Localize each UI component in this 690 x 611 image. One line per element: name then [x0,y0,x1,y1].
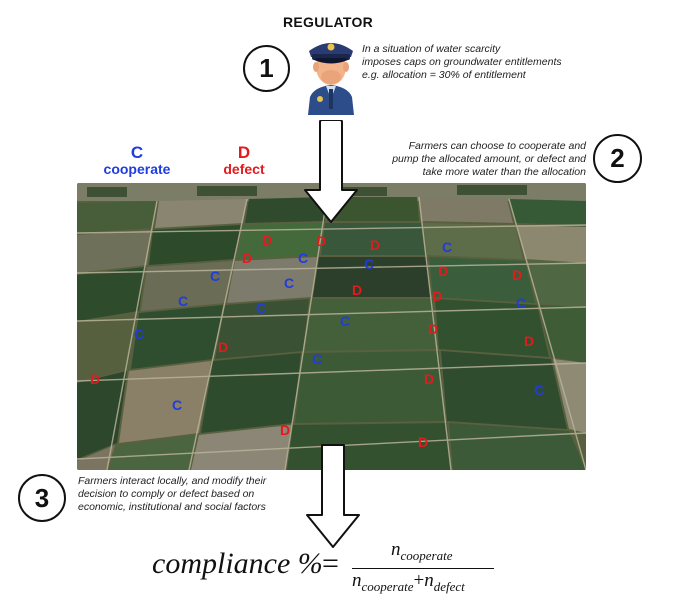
formula-fraction-bar [352,568,494,569]
step-3-description: Farmers interact locally, and modify the… [78,475,308,514]
step-3-line: Farmers interact locally, and modify the… [78,475,267,487]
step-2-description: Farmers can choose to cooperate and pump… [364,140,586,179]
farm-marker-defect: D [438,263,449,279]
step-2-line: take more water than the allocation [422,166,586,178]
step-2-badge: 2 [593,134,642,183]
farm-marker-cooperate: C [134,326,145,342]
farm-marker-defect: D [424,371,435,387]
farm-marker-cooperate: C [210,268,221,284]
regulator-description-line: imposes caps on groundwater entitlements [362,56,562,68]
legend-defect-letter: D [237,143,251,162]
farm-marker-defect: D [316,233,327,249]
down-arrow-icon [305,443,361,549]
formula-numerator: ncooperate [391,539,452,564]
farm-marker-defect: D [512,267,523,283]
formula-equals: = [322,547,339,580]
farm-marker-defect: D [432,288,443,304]
formula-numerator-sub: cooperate [400,547,453,563]
farm-marker-defect: D [352,282,363,298]
farm-marker-defect: D [524,333,535,349]
step-3-line: decision to comply or defect based on [78,488,255,500]
down-arrow-icon [303,119,359,224]
legend-cooperate-letter: C [130,143,144,162]
regulator-description-line: In a situation of water scarcity [362,43,501,55]
regulator-title: REGULATOR [283,14,374,30]
legend-cooperate-label: cooperate [103,161,171,177]
legend-defect-label: defect [223,161,265,177]
regulator-description: In a situation of water scarcity imposes… [362,43,602,82]
farm-field-image [77,183,586,470]
farm-marker-defect: D [280,422,291,438]
farm-marker-cooperate: C [516,295,527,311]
step-2-line: Farmers can choose to cooperate and [408,140,586,152]
step-3-badge: 3 [18,474,66,522]
regulator-description-line: e.g. allocation = 30% of entitlement [362,69,526,81]
farm-marker-defect: D [418,434,429,450]
regulator-officer-icon [302,33,360,115]
farm-marker-cooperate: C [298,250,309,266]
farm-marker-cooperate: C [256,300,267,316]
formula-denominator: ncooperate+ndefect [352,570,465,595]
farm-marker-defect: D [262,232,273,248]
formula-denominator-n2: n [424,570,434,591]
farm-marker-cooperate: C [364,256,375,272]
farm-marker-defect: D [242,250,253,266]
step-2-line: pump the allocated amount, or defect and [392,153,586,165]
step-3-line: economic, institutional and social facto… [78,501,266,513]
farm-marker-cooperate: C [284,275,295,291]
formula-denominator-n1: n [352,570,362,591]
farm-marker-cooperate: C [178,293,189,309]
formula-denominator-sub1: cooperate [361,578,414,594]
farm-marker-cooperate: C [312,351,323,367]
step-1-badge: 1 [243,45,290,92]
farm-marker-defect: D [370,237,381,253]
formula-lhs: compliance % [152,547,323,580]
formula-denominator-sub2: defect [433,578,465,594]
formula-plus: + [413,570,425,591]
farm-marker-cooperate: C [172,397,183,413]
farm-marker-defect: D [218,339,229,355]
farm-marker-cooperate: C [340,313,351,329]
farm-marker-defect: D [428,321,439,337]
formula-numerator-n: n [391,539,401,560]
farm-marker-cooperate: C [534,382,545,398]
farm-marker-defect: D [90,371,101,387]
farm-marker-cooperate: C [442,239,453,255]
